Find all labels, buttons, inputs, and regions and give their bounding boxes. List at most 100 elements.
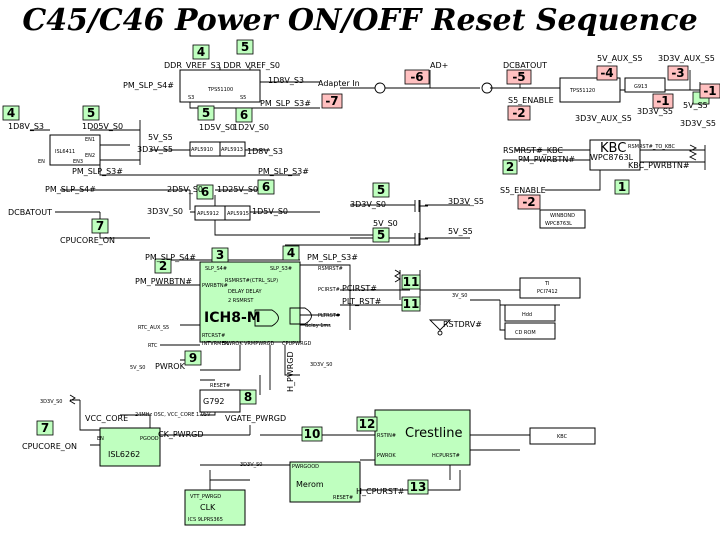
step-2: 2 (159, 259, 167, 273)
label-5v-s5-r: 5V_S5 (683, 101, 708, 110)
step-5-top: 5 (241, 40, 249, 54)
label-pwrok: PWROK (155, 362, 186, 371)
label-kbc-r: KBC (557, 434, 568, 440)
label-3d3v-aux-s5-a: 3D3V_AUX_S5 (658, 54, 715, 63)
label-isl-pgood: PGOOD (140, 436, 159, 442)
label-isl6262: ISL6262 (108, 450, 140, 459)
clk-chip (184, 489, 246, 526)
label-1d8v-s3-a: 1D8V_S3 (268, 76, 304, 85)
label-s5-pin: S5 (240, 95, 246, 101)
step-4-top: 4 (197, 45, 205, 59)
winbond-box (539, 209, 586, 229)
switches (69, 82, 698, 405)
negative-step-badges: -6 -7 -5 -2 -4 -3 -1 -1 -2 (321, 65, 720, 210)
step-5-mid: 5 (202, 106, 210, 120)
step-neg2-b: -2 (522, 195, 535, 209)
step-7-vcc: 7 (41, 421, 49, 435)
label-pm-slp-s4-a: PM_SLP_S4# (123, 81, 174, 90)
step-11-a: 11 (403, 275, 420, 289)
label-1d8v-s3-c: 1D8V_S3 (247, 147, 283, 156)
label-pm-slp-s4-c: PM_SLP_S4# (145, 253, 196, 262)
label-s5-enable-b: S5_ENABLE (500, 186, 546, 195)
label-3d3v-s0-b: 3D3V_S0 (350, 200, 386, 209)
step-5-center: 5 (377, 183, 385, 197)
label-pcirst: PCIRST# (342, 284, 377, 293)
label-1d5v-s0-b: 1D5V_S0 (252, 207, 288, 216)
label-rtc-aux-s5: RTC_AUX_S5 (138, 325, 169, 331)
kbc-right-box (529, 427, 596, 445)
label-apl5915: APL5915 (227, 211, 249, 217)
label-apl5912: APL5912 (197, 211, 219, 217)
step-13: 13 (410, 480, 427, 494)
label-rsmrst-ctl: RSMRST#(CTRL_SLP) (225, 278, 278, 284)
label-pm-slp-s3-b: PM_SLP_S3# (258, 167, 309, 176)
label-adapter-in: Adapter In (318, 79, 360, 88)
label-g792-note: 24MHz OSC, VCC_CORE 1.05V (135, 412, 211, 418)
label-intvrmen: INTVRMEN (202, 341, 229, 347)
ic-blocks (49, 69, 666, 445)
label-merom-pwrgd: PWRGOOD (292, 464, 319, 470)
label-h-pwrgd-pin: CPUPWRGD (282, 341, 311, 347)
label-rsmrst-kbc: RSMRST#_KBC (503, 146, 563, 155)
ti-box (519, 277, 581, 299)
label-merom-reset: RESET# (333, 495, 353, 501)
g913-box (624, 77, 666, 93)
step-neg6: -6 (410, 70, 423, 84)
label-3d3v-aux-s5-b: 3D3V_AUX_S5 (575, 114, 632, 123)
isl6411-box (49, 134, 101, 166)
label-hdd: Hdd (522, 312, 532, 318)
step-neg4: -4 (600, 66, 613, 80)
resistor-icon (394, 269, 401, 283)
step-neg1-b: -1 (656, 94, 669, 108)
step-7-cpu: 7 (96, 219, 104, 233)
step-9: 9 (189, 351, 197, 365)
label-rtcrst: RTCRST# (202, 333, 225, 339)
label-5v-s5-m: 5V_S5 (148, 133, 173, 142)
label-5v-aux-s5: 5V_AUX_S5 (597, 54, 643, 63)
label-ddr-vref: DDR_VREF_S3 DDR_VREF_S0 (164, 61, 280, 70)
label-dcbatout-b: DCBATOUT (8, 208, 52, 217)
label-resetb: RESET# (210, 383, 230, 389)
step-11-b: 11 (403, 297, 420, 311)
label-3d3v-s5-r2: 3D3V_S5 (680, 119, 716, 128)
label-rstdrv: RSTDRV# (443, 320, 482, 329)
label-cpucore-on-a: CPUCORE_ON (60, 236, 115, 245)
merom-chip (289, 461, 361, 503)
label-merom: Merom (296, 480, 324, 489)
label-s5-enable-a: S5_ENABLE (508, 96, 554, 105)
label-s3-pin: S3 (188, 95, 194, 101)
label-cpucore-on-b: CPUCORE_ON (22, 442, 77, 451)
step-5-vo: 5 (377, 228, 385, 242)
step-8: 8 (244, 390, 252, 404)
resistor-icon (69, 394, 76, 405)
step-neg5: -5 (512, 70, 525, 84)
label-3d3v-s0-d: 3D3V_S0 (240, 462, 263, 468)
label-3d3v-s5-sw: 3D3V_S5 (448, 197, 484, 206)
ad-switch-icon (481, 82, 493, 94)
mosfet-icon (414, 200, 428, 212)
net-labels: DDR_VREF_S3 DDR_VREF_S0 PM_SLP_S4# TPS51… (8, 54, 716, 523)
label-3v-s0: 3V_S0 (452, 293, 467, 299)
step-4-b: 4 (287, 246, 295, 260)
label-pwrbtn-pin: PWRBTN# (202, 283, 228, 289)
isl6262-chip (99, 427, 161, 467)
label-rsmrst: RSMRST# (318, 266, 343, 272)
label-3d3v-s0: 3D3V_S0 (147, 207, 183, 216)
label-pm-slp-s3-c: PM_SLP_S3# (72, 167, 123, 176)
step-6-c: 6 (262, 180, 270, 194)
step-6-b: 6 (201, 185, 209, 199)
step-5-left: 5 (87, 106, 95, 120)
regulator-boxes (189, 141, 251, 221)
label-rtc: RTC (148, 343, 158, 349)
diagram-title: C45/C46 Power ON/OFF Reset Sequence (22, 3, 697, 38)
label-vtt-pwrgd: VTT_PWRGD (190, 494, 221, 500)
label-rsmrst-to-kbc: RSMRST#_TO_KBC (628, 144, 675, 150)
label-pci7412: PCI7412 (537, 289, 558, 295)
cdrom-box (504, 322, 556, 340)
label-isl6411: ISL6411 (55, 149, 75, 155)
label-tps51100: TPS51100 (207, 87, 233, 93)
apl5913-box (219, 141, 246, 157)
label-vcc-core: VCC_CORE (85, 414, 128, 423)
label-pcirst-pin: PCIRST# (318, 287, 340, 293)
